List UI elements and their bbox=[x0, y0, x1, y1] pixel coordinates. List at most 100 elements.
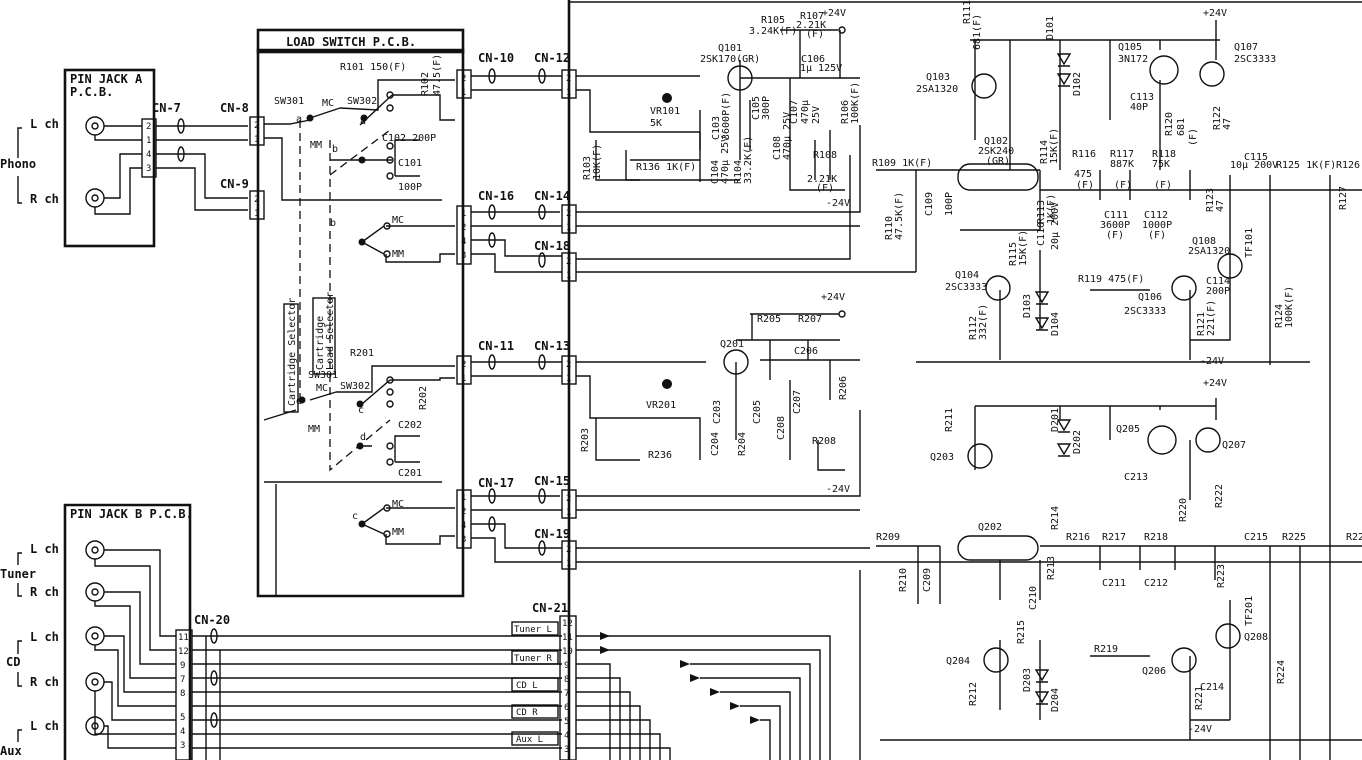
r102-value: 47.5(F) bbox=[432, 54, 443, 96]
mm-label: MM bbox=[392, 527, 404, 538]
r107-tol: (F) bbox=[806, 29, 824, 40]
c105-label: C105 bbox=[751, 96, 762, 120]
r212-label: R212 bbox=[968, 682, 979, 706]
q102-grade: (GR) bbox=[986, 156, 1010, 167]
aux-label: Aux bbox=[0, 744, 22, 758]
r117-tol: (F) bbox=[1114, 180, 1132, 191]
r107-label: R107 bbox=[800, 11, 824, 22]
c107-value: 470µ bbox=[800, 100, 811, 124]
c108-value: 470µ 25V bbox=[782, 112, 793, 160]
r106-value: 100K(F) bbox=[850, 82, 861, 124]
cn21-pin: 11 bbox=[562, 633, 573, 643]
r218-label: R218 bbox=[1144, 532, 1168, 543]
phono-rch-label: R ch bbox=[30, 192, 59, 206]
r101-label: R101 150(F) bbox=[340, 62, 406, 73]
c106-value: 1µ 125V bbox=[800, 63, 842, 74]
q104-label: Q104 bbox=[955, 270, 979, 281]
r217-label: R217 bbox=[1102, 532, 1126, 543]
r223-label: R223 bbox=[1216, 564, 1227, 588]
c115-value: 10µ 200V bbox=[1230, 160, 1278, 171]
switch-d: d bbox=[360, 432, 366, 443]
mm-label: MM bbox=[392, 249, 404, 260]
cartridge-load-selector-label: Load Selector bbox=[325, 292, 336, 370]
c209-label: C209 bbox=[922, 568, 933, 592]
signal-label: Tuner L bbox=[514, 625, 552, 635]
q101-label: Q101 bbox=[718, 43, 742, 54]
r103-value: 10K(F) bbox=[592, 144, 603, 180]
minus24v-label: -24V bbox=[826, 484, 850, 495]
r122-label: R122 bbox=[1212, 106, 1223, 130]
r114-label: R114 bbox=[1039, 140, 1050, 164]
cn10-pin: 2 bbox=[461, 74, 466, 84]
c205-label: C205 bbox=[752, 400, 763, 424]
r111-label: R111 bbox=[962, 0, 973, 24]
r110-label: R110 bbox=[884, 216, 895, 240]
amp-r-section: R211 D201 D202 Q205 Q207 +24V Q203 C213 … bbox=[859, 378, 1362, 760]
c110-label: C110 bbox=[1036, 222, 1047, 246]
cn20-pin: 7 bbox=[180, 675, 185, 685]
cartridge-load-selector-label: Cartridge bbox=[315, 316, 326, 370]
cn15-label: CN-15 bbox=[534, 474, 570, 488]
c109-label: C109 bbox=[924, 192, 935, 216]
q102-label: Q102 bbox=[984, 136, 1008, 147]
phono-lch-label: L ch bbox=[30, 117, 59, 131]
pin-jack-b-title: PIN JACK B P.C.B. bbox=[70, 507, 193, 521]
r202-label: R202 bbox=[418, 386, 429, 410]
c212-label: C212 bbox=[1144, 578, 1168, 589]
cn16-pin: 1 bbox=[461, 209, 466, 219]
cn17-pin: 3 bbox=[461, 535, 466, 545]
r22x-label: R22 bbox=[1346, 532, 1362, 543]
cn20-pin: 11 bbox=[178, 633, 189, 643]
c206-label: C206 bbox=[794, 346, 818, 357]
q107-label: Q107 bbox=[1234, 42, 1258, 53]
cn7-pin: 3 bbox=[146, 164, 151, 174]
cn21-pin: 9 bbox=[564, 661, 569, 671]
q106-type: 2SC3333 bbox=[1124, 306, 1166, 317]
plus24v-label: +24V bbox=[822, 8, 846, 19]
r213-label: R213 bbox=[1046, 556, 1057, 580]
plus24v-label: +24V bbox=[1203, 378, 1227, 389]
r118-value: 75K bbox=[1152, 159, 1170, 170]
q105-label: Q105 bbox=[1118, 42, 1142, 53]
cn20-pin: 9 bbox=[180, 661, 185, 671]
q101-type: 2SK170(GR) bbox=[700, 54, 760, 65]
c211-label: C211 bbox=[1102, 578, 1126, 589]
cn13-label: CN-13 bbox=[534, 339, 570, 353]
plus24v-label: +24V bbox=[821, 292, 845, 303]
cn21-pin: 6 bbox=[564, 703, 569, 713]
q208-label: Q208 bbox=[1244, 632, 1268, 643]
c108-label: C108 bbox=[772, 136, 783, 160]
sw301-label: SW301 bbox=[308, 370, 338, 381]
cn18-label: CN-18 bbox=[534, 239, 570, 253]
r124-label: R124 bbox=[1274, 304, 1285, 328]
c213-label: C213 bbox=[1124, 472, 1148, 483]
r123-value: 47 bbox=[1215, 200, 1226, 212]
c104-value: 470µ 25V bbox=[720, 136, 731, 184]
r114-value: 15K(F) bbox=[1049, 128, 1060, 164]
r113-value: 1K(F) bbox=[1046, 194, 1057, 224]
c111-label: C111 bbox=[1104, 210, 1128, 221]
r221-label: R221 bbox=[1194, 686, 1205, 710]
r210-label: R210 bbox=[898, 568, 909, 592]
r118-label: R118 bbox=[1152, 149, 1176, 160]
r207-label: R207 bbox=[798, 314, 822, 325]
q201-label: Q201 bbox=[720, 339, 744, 350]
c106-label: C106 bbox=[801, 54, 825, 65]
r115-value: 15K(F) bbox=[1018, 230, 1029, 266]
r116-label: R116 bbox=[1072, 149, 1096, 160]
load-switch-title: LOAD SWITCH P.C.B. bbox=[286, 35, 416, 49]
cn17-pin: 1 bbox=[461, 493, 466, 503]
plus24v-label: +24V bbox=[1203, 8, 1227, 19]
r116-tol: (F) bbox=[1076, 180, 1094, 191]
c112-label: C112 bbox=[1144, 210, 1168, 221]
q105-type: 3N172 bbox=[1118, 54, 1148, 65]
switch-c: c bbox=[358, 405, 364, 416]
q103-type: 2SA1320 bbox=[916, 84, 958, 95]
mc-label: MC bbox=[392, 215, 404, 226]
cd-rch-label: R ch bbox=[30, 675, 59, 689]
mc-label: MC bbox=[316, 383, 328, 394]
mc-label: MC bbox=[392, 499, 404, 510]
r112-label: R112 bbox=[968, 316, 979, 340]
r124-value: 100K(F) bbox=[1284, 286, 1295, 328]
